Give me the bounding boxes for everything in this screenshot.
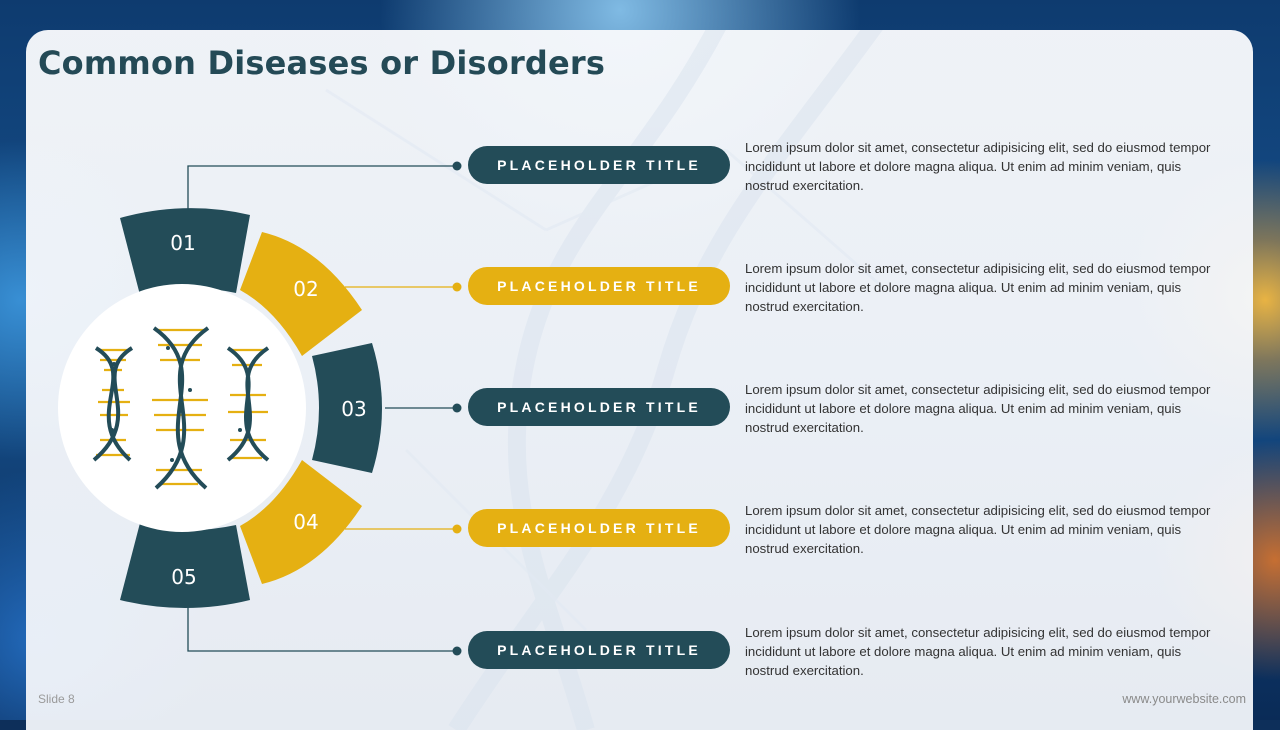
connector-04 <box>345 524 462 534</box>
item-description-05: Lorem ipsum dolor sit amet, consectetur … <box>745 625 1211 678</box>
dna-watermark <box>325 30 887 730</box>
item-title-03: PLACEHOLDER TITLE <box>468 388 730 426</box>
item-description-02: Lorem ipsum dolor sit amet, consectetur … <box>745 261 1211 314</box>
item-title-04: PLACEHOLDER TITLE <box>468 509 730 547</box>
segment-04 <box>240 460 362 584</box>
connector-01 <box>187 161 462 209</box>
segment-02 <box>240 232 362 356</box>
segment-03 <box>312 343 382 473</box>
item-title-02: PLACEHOLDER TITLE <box>468 267 730 305</box>
connector-02 <box>345 282 462 292</box>
item-title-05: PLACEHOLDER TITLE <box>468 631 730 669</box>
segment-number-04: 04 <box>293 510 319 534</box>
website-link: www.yourwebsite.com <box>1122 692 1246 706</box>
item-description-04: Lorem ipsum dolor sit amet, consectetur … <box>745 503 1211 556</box>
segment-01 <box>120 208 250 295</box>
connector-03 <box>385 403 462 413</box>
segment-number-02: 02 <box>293 277 319 301</box>
segment-number-03: 03 <box>341 397 367 421</box>
item-title-01: PLACEHOLDER TITLE <box>468 146 730 184</box>
slide-number: Slide 8 <box>38 692 75 706</box>
item-description-01: Lorem ipsum dolor sit amet, consectetur … <box>745 140 1211 193</box>
item-description-03: Lorem ipsum dolor sit amet, consectetur … <box>745 382 1211 435</box>
dna-icon <box>92 326 270 490</box>
segment-number-05: 05 <box>171 565 197 589</box>
segment-number-01: 01 <box>170 231 196 255</box>
connector-05 <box>187 607 462 656</box>
page-title: Common Diseases or Disorders <box>38 44 606 82</box>
segment-05 <box>120 523 250 608</box>
